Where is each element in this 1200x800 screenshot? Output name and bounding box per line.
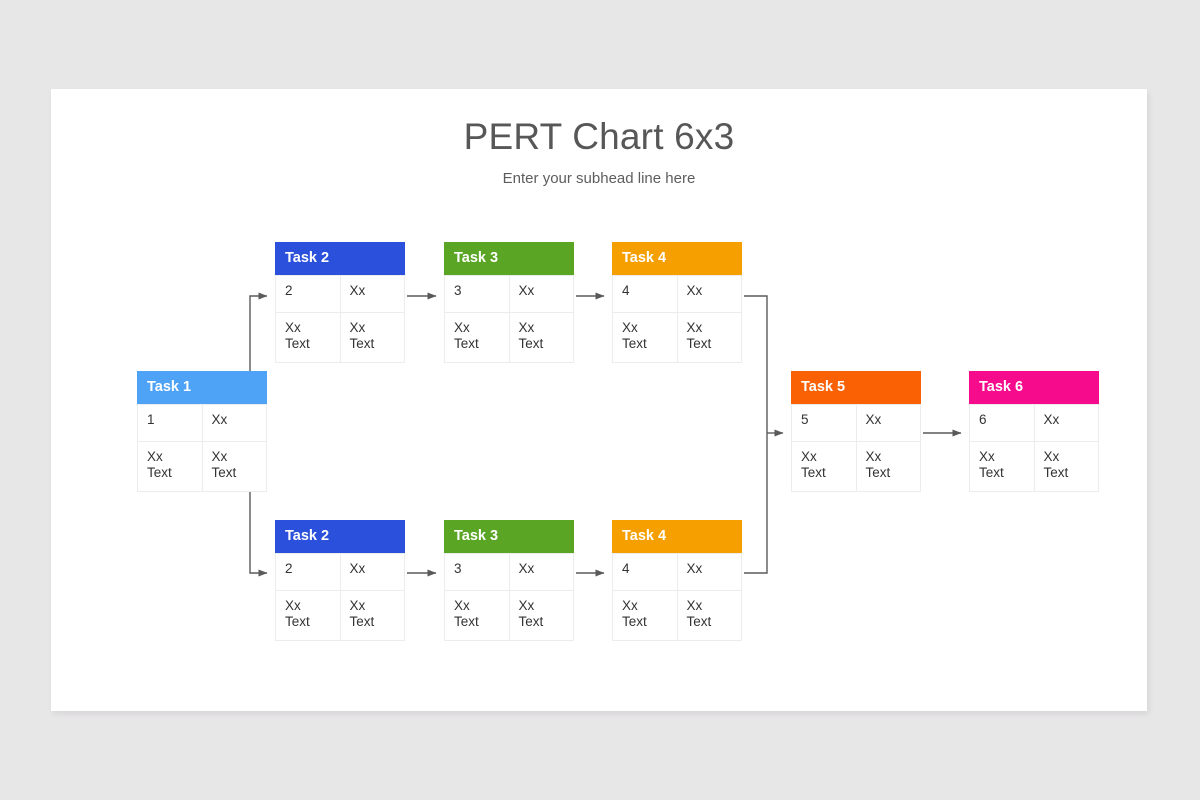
node-row-notes: Xx Text Xx Text	[445, 591, 574, 641]
slide-surface: PERT Chart 6x3 Enter your subhead line h…	[51, 89, 1147, 711]
node-body-task1: 1 Xx Xx Text Xx Text	[137, 404, 267, 492]
node-row-primary: 3 Xx	[445, 553, 574, 591]
node-note-left: Xx Text	[613, 591, 678, 641]
node-row-primary: 4 Xx	[613, 553, 742, 591]
node-card-task4-top[interactable]: Task 4 4 Xx Xx Text Xx Text	[612, 242, 742, 363]
node-body-task4-bottom: 4 Xx Xx Text Xx Text	[612, 553, 742, 641]
node-note-left: Xx Text	[613, 313, 678, 363]
node-body-task4-top: 4 Xx Xx Text Xx Text	[612, 275, 742, 363]
node-card-task2-bottom[interactable]: Task 2 2 Xx Xx Text Xx Text	[275, 520, 405, 641]
node-header-task2-bottom: Task 2	[275, 520, 405, 553]
node-number: 1	[138, 404, 203, 442]
node-code: Xx	[677, 275, 742, 313]
node-body-task2-top: 2 Xx Xx Text Xx Text	[275, 275, 405, 363]
node-header-task4-top: Task 4	[612, 242, 742, 275]
node-header-task3-top: Task 3	[444, 242, 574, 275]
node-code: Xx	[340, 553, 405, 591]
node-row-notes: Xx Text Xx Text	[613, 313, 742, 363]
node-code: Xx	[340, 275, 405, 313]
node-note-right: Xx Text	[856, 442, 921, 492]
node-card-task2-top[interactable]: Task 2 2 Xx Xx Text Xx Text	[275, 242, 405, 363]
node-header-task3-bottom: Task 3	[444, 520, 574, 553]
node-code: Xx	[509, 275, 574, 313]
node-row-notes: Xx Text Xx Text	[613, 591, 742, 641]
node-body-task5: 5 Xx Xx Text Xx Text	[791, 404, 921, 492]
node-number: 2	[276, 275, 341, 313]
node-note-right: Xx Text	[202, 442, 267, 492]
node-note-right: Xx Text	[509, 591, 574, 641]
node-number: 2	[276, 553, 341, 591]
node-row-primary: 6 Xx	[970, 404, 1099, 442]
node-note-left: Xx Text	[792, 442, 857, 492]
node-row-primary: 1 Xx	[138, 404, 267, 442]
node-row-notes: Xx Text Xx Text	[970, 442, 1099, 492]
node-header-task5: Task 5	[791, 371, 921, 404]
node-note-right: Xx Text	[1034, 442, 1099, 492]
node-card-task5[interactable]: Task 5 5 Xx Xx Text Xx Text	[791, 371, 921, 492]
node-code: Xx	[509, 553, 574, 591]
node-note-left: Xx Text	[970, 442, 1035, 492]
edge-task4-merge-task5	[744, 295, 784, 574]
node-code: Xx	[856, 404, 921, 442]
node-row-notes: Xx Text Xx Text	[276, 313, 405, 363]
node-row-primary: 3 Xx	[445, 275, 574, 313]
node-row-primary: 2 Xx	[276, 275, 405, 313]
node-card-task1[interactable]: Task 1 1 Xx Xx Text Xx Text	[137, 371, 267, 492]
node-number: 4	[613, 553, 678, 591]
node-header-task2-top: Task 2	[275, 242, 405, 275]
node-note-right: Xx Text	[677, 591, 742, 641]
node-number: 5	[792, 404, 857, 442]
node-note-right: Xx Text	[340, 591, 405, 641]
node-row-primary: 5 Xx	[792, 404, 921, 442]
node-header-task6: Task 6	[969, 371, 1099, 404]
node-row-notes: Xx Text Xx Text	[445, 313, 574, 363]
node-code: Xx	[677, 553, 742, 591]
node-row-notes: Xx Text Xx Text	[138, 442, 267, 492]
node-number: 3	[445, 275, 510, 313]
node-card-task3-bottom[interactable]: Task 3 3 Xx Xx Text Xx Text	[444, 520, 574, 641]
node-note-left: Xx Text	[276, 313, 341, 363]
node-header-task1: Task 1	[137, 371, 267, 404]
node-row-primary: 2 Xx	[276, 553, 405, 591]
node-header-task4-bottom: Task 4	[612, 520, 742, 553]
node-body-task3-bottom: 3 Xx Xx Text Xx Text	[444, 553, 574, 641]
page-title: PERT Chart 6x3	[463, 116, 735, 157]
node-code: Xx	[202, 404, 267, 442]
node-note-left: Xx Text	[445, 591, 510, 641]
node-number: 6	[970, 404, 1035, 442]
page-subtitle: Enter your subhead line here	[502, 170, 696, 187]
node-row-primary: 4 Xx	[613, 275, 742, 313]
node-body-task6: 6 Xx Xx Text Xx Text	[969, 404, 1099, 492]
node-note-left: Xx Text	[276, 591, 341, 641]
node-note-right: Xx Text	[340, 313, 405, 363]
node-number: 3	[445, 553, 510, 591]
node-note-right: Xx Text	[509, 313, 574, 363]
node-row-notes: Xx Text Xx Text	[792, 442, 921, 492]
node-code: Xx	[1034, 404, 1099, 442]
pert-chart-canvas: Task 1 1 Xx Xx Text Xx Text Task 2 2 Xx	[51, 89, 1147, 711]
node-note-right: Xx Text	[677, 313, 742, 363]
node-note-left: Xx Text	[138, 442, 203, 492]
node-body-task3-top: 3 Xx Xx Text Xx Text	[444, 275, 574, 363]
node-row-notes: Xx Text Xx Text	[276, 591, 405, 641]
node-card-task6[interactable]: Task 6 6 Xx Xx Text Xx Text	[969, 371, 1099, 492]
node-note-left: Xx Text	[445, 313, 510, 363]
node-card-task4-bottom[interactable]: Task 4 4 Xx Xx Text Xx Text	[612, 520, 742, 641]
node-number: 4	[613, 275, 678, 313]
node-body-task2-bottom: 2 Xx Xx Text Xx Text	[275, 553, 405, 641]
node-card-task3-top[interactable]: Task 3 3 Xx Xx Text Xx Text	[444, 242, 574, 363]
